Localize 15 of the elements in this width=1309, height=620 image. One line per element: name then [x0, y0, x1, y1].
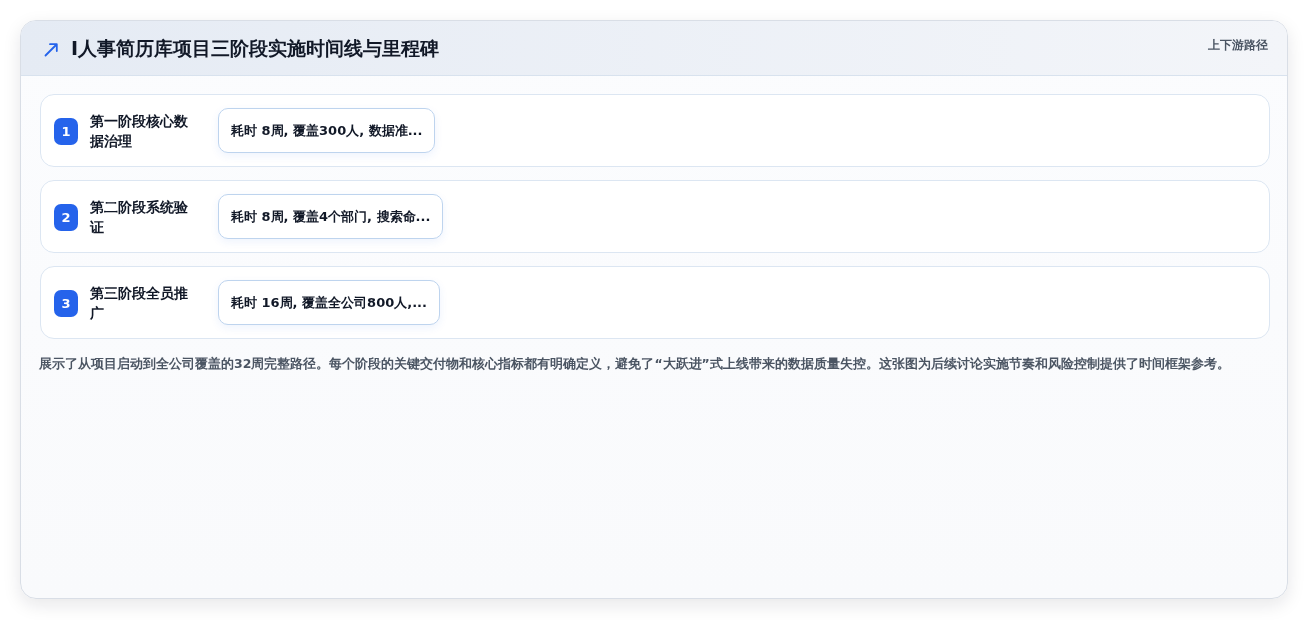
step-number: 2 — [54, 204, 78, 231]
caption-text: 展示了从项目启动到全公司覆盖的32周完整路径。每个阶段的关键交付物和核心指标都有明确定义，避免了“大跃进”式上线带来的数据质量失控。这张图为后续讨论实施节奏和风险控制提供了时间框架参考。 — [39, 355, 1231, 373]
stage-summary: 耗时 8周, 覆盖4个部门, 搜索命... — [218, 194, 444, 239]
stage-card — [40, 94, 1270, 167]
stage-summary: 耗时 16周, 覆盖全公司800人,... — [218, 280, 440, 325]
stage-name: 第一阶段核心数据治理 — [90, 111, 189, 151]
header-note: 上下游路径 — [1208, 37, 1268, 53]
stage-summary: 耗时 8周, 覆盖300人, 数据准... — [218, 108, 436, 153]
stage-card — [40, 266, 1270, 339]
stage-name: 第三阶段全员推广 — [90, 283, 189, 323]
step-number: 1 — [54, 118, 78, 145]
step-number: 3 — [54, 290, 78, 317]
stage-name: 第二阶段系统验证 — [90, 197, 189, 237]
stage-card — [40, 180, 1270, 253]
diagram-title: I人事简历库项目三阶段实施时间线与里程碑 — [71, 36, 440, 61]
